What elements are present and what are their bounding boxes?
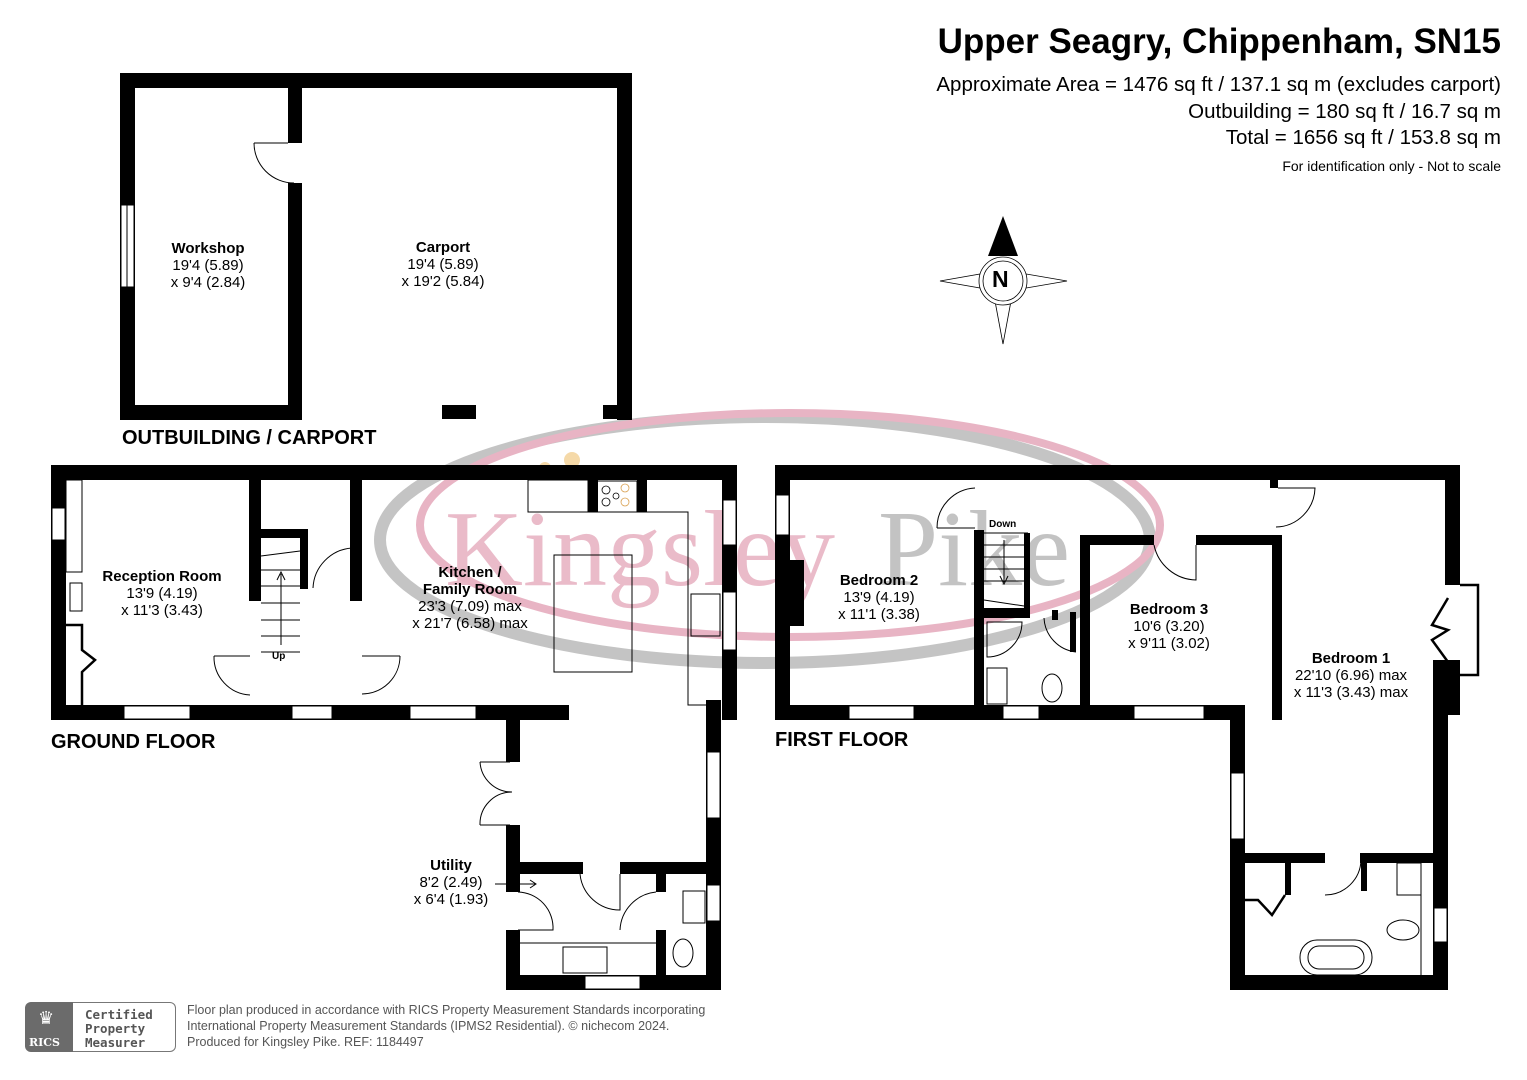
property-title: Upper Seagry, Chippenham, SN15 xyxy=(937,22,1501,61)
stairs-up-label: Up xyxy=(272,651,286,662)
footer-notice: Floor plan produced in accordance with R… xyxy=(187,1003,706,1049)
ground-floor-label: GROUND FLOOR xyxy=(51,731,216,753)
room-carport: Carport 19'4 (5.89) x 19'2 (5.84) xyxy=(401,239,485,290)
room-workshop: Workshop 19'4 (5.89) x 9'4 (2.84) xyxy=(170,240,246,291)
outbuilding-area: Outbuilding = 180 sq ft / 16.7 sq m xyxy=(1188,100,1501,123)
room-kitchen-family: Kitchen / Family Room 23'3 (7.09) max x … xyxy=(412,564,528,632)
kingsley-pike-watermark: Kingsley Pike xyxy=(374,409,1164,669)
stairs-down-label: Down xyxy=(989,519,1017,530)
compass-north-label: N xyxy=(992,266,1009,292)
north-arrow-icon xyxy=(939,216,1068,345)
total-area: Total = 1656 sq ft / 153.8 sq m xyxy=(1225,126,1501,149)
room-bedroom-1: Bedroom 1 22'10 (6.96) max x 11'3 (3.43)… xyxy=(1293,650,1409,701)
outbuilding-label: OUTBUILDING / CARPORT xyxy=(122,427,377,449)
outbuilding-walls xyxy=(120,73,632,420)
scale-disclaimer: For identification only - Not to scale xyxy=(1282,158,1501,174)
approximate-area: Approximate Area = 1476 sq ft / 137.1 sq… xyxy=(936,73,1501,96)
rics-lion-icon: ♛ xyxy=(38,1008,55,1028)
first-floor-label: FIRST FLOOR xyxy=(775,729,909,751)
room-bedroom-2: Bedroom 2 13'9 (4.19) x 11'1 (3.38) xyxy=(838,572,920,623)
room-utility: Utility 8'2 (2.49) x 6'4 (1.93) xyxy=(413,857,489,908)
room-reception: Reception Room 13'9 (4.19) x 11'3 (3.43) xyxy=(102,568,222,619)
room-bedroom-3: Bedroom 3 10'6 (3.20) x 9'11 (3.02) xyxy=(1128,601,1210,652)
rics-certified-badge: ♛ RICS Certified Property Measurer xyxy=(25,1002,177,1052)
